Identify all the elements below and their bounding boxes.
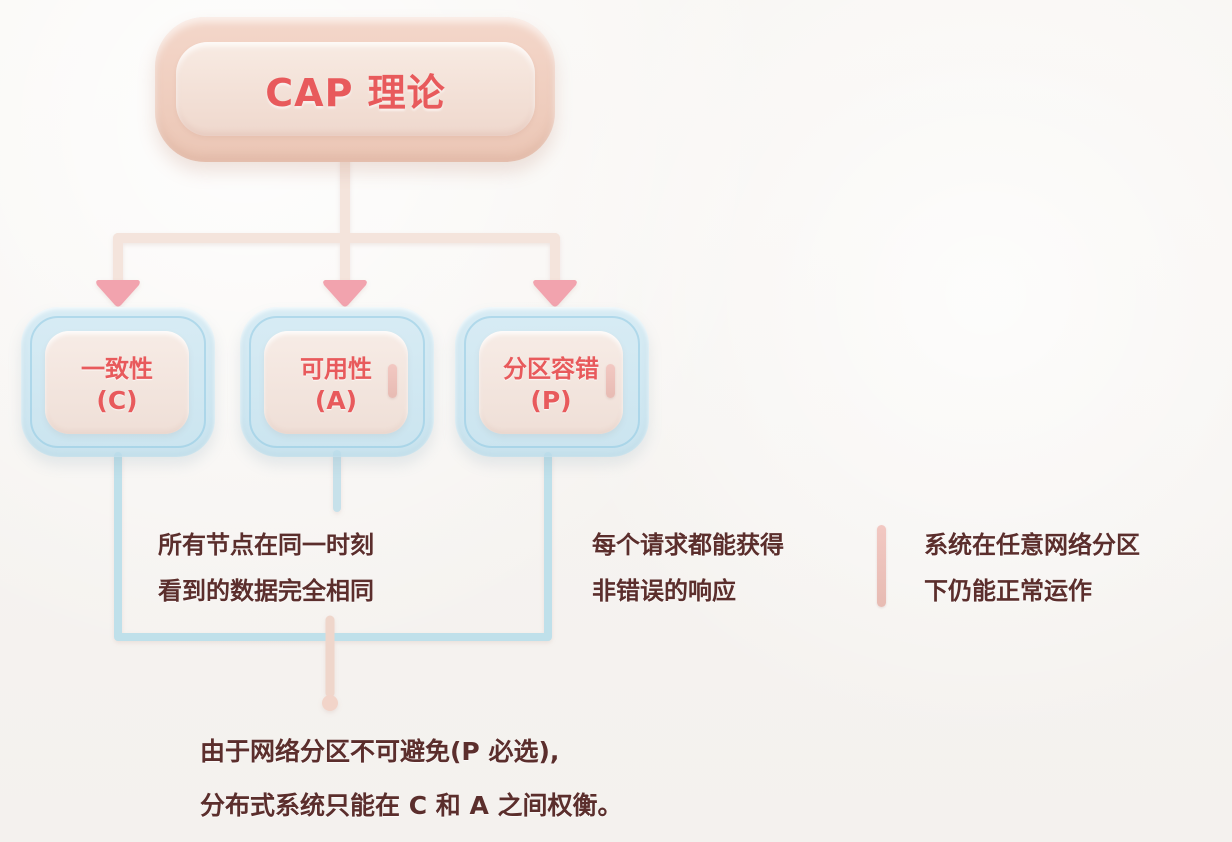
conclusion-line-2: 分布式系统只能在 C 和 A 之间权衡。: [200, 791, 623, 820]
partition-tolerance-card: 分区容错 (P): [479, 331, 623, 434]
consistency-description: 所有节点在同一时刻 看到的数据完全相同: [158, 522, 374, 614]
conclusion-text: 由于网络分区不可避免(P 必选), 分布式系统只能在 C 和 A 之间权衡。: [200, 725, 623, 833]
consistency-card: 一致性 (C): [45, 331, 189, 434]
conclusion-line-1: 由于网络分区不可避免(P 必选),: [200, 737, 560, 766]
down-arrow-icon: [323, 280, 367, 307]
availability-card: 可用性 (A): [264, 331, 408, 434]
down-arrow-icon: [533, 280, 577, 307]
title-pill-inner: [176, 42, 535, 136]
availability-description: 每个请求都能获得 非错误的响应: [592, 522, 784, 614]
down-arrow-icons: [96, 280, 577, 307]
diagram-title: CAP 理论: [265, 70, 446, 115]
partition-tolerance-description: 系统在任意网络分区 下仍能正常运作: [924, 522, 1140, 614]
partition-accent-bar: [606, 364, 615, 398]
description-divider: [877, 525, 886, 607]
partition-tolerance-description-line-2: 下仍能正常运作: [924, 577, 1092, 605]
availability-accent-bar: [388, 364, 397, 398]
availability-label: 可用性: [300, 355, 372, 383]
consistency-code: (C): [96, 386, 138, 415]
down-arrow-icon: [96, 280, 140, 307]
availability-code: (A): [314, 386, 358, 415]
availability-description-line-2: 非错误的响应: [592, 577, 736, 605]
consistency-description-line-1: 所有节点在同一时刻: [158, 531, 374, 559]
top-connector-lines: [113, 155, 560, 290]
partition-tolerance-description-line-1: 系统在任意网络分区: [924, 531, 1140, 559]
consistency-description-line-2: 看到的数据完全相同: [158, 577, 374, 605]
consistency-label: 一致性: [81, 355, 153, 383]
partition-tolerance-label: 分区容错: [503, 355, 599, 383]
partition-tolerance-code: (P): [530, 386, 572, 415]
bottom-connector-lines: [114, 450, 552, 711]
availability-description-line-1: 每个请求都能获得: [592, 531, 784, 559]
